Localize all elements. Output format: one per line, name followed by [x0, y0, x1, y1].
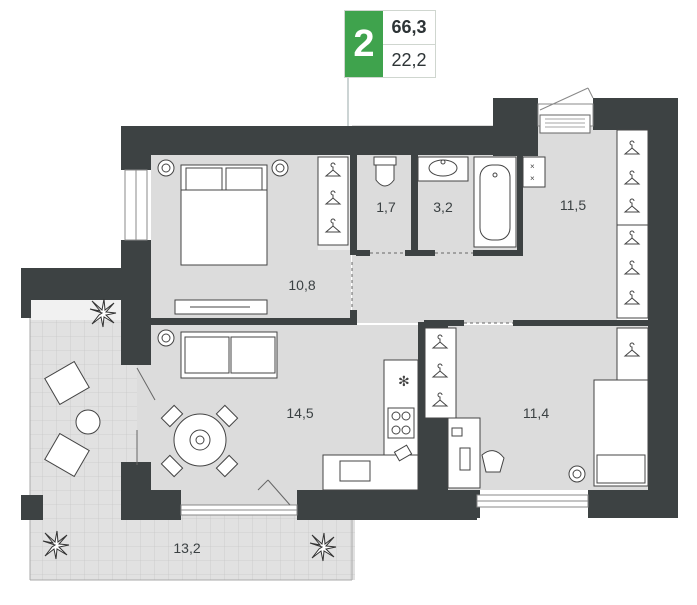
room-area-toilet: 1,7 — [376, 199, 396, 215]
loggia-chairs — [44, 360, 101, 478]
room-area-living-kitchen: 14,5 — [286, 405, 314, 421]
svg-text:×: × — [530, 162, 535, 171]
wardrobe-bedroom — [317, 156, 349, 246]
living-area: 22,2 — [391, 50, 427, 71]
total-area: 66,3 — [383, 11, 435, 45]
washbasin — [417, 156, 469, 182]
room-area-bathroom: 3,2 — [433, 199, 453, 215]
room-area-bedroom: 10,8 — [288, 277, 316, 293]
apartment-badge: 2 66,3 22,2 — [344, 10, 436, 78]
dining-table — [160, 404, 239, 478]
window-swing — [539, 87, 594, 111]
walls — [21, 98, 678, 520]
sofa — [157, 329, 278, 379]
wardrobe-bedroom2 — [424, 327, 649, 419]
room-area-second-bedroom: 11,4 — [522, 405, 550, 421]
svg-text:✻: ✻ — [398, 374, 410, 390]
bathtub — [473, 156, 517, 248]
toilet — [373, 156, 397, 187]
single-bed — [568, 379, 649, 487]
room-area-hallway: 11,5 — [559, 197, 587, 213]
washing-machine-marker — [522, 156, 546, 188]
svg-text:×: × — [530, 174, 535, 183]
radiator — [539, 114, 591, 134]
desk — [447, 417, 505, 489]
wardrobe-hallway — [616, 129, 649, 319]
kitchen-counter — [322, 359, 419, 491]
room-area-loggia: 13,2 — [173, 540, 201, 556]
double-bed — [157, 159, 289, 315]
rooms-count: 2 — [345, 11, 383, 77]
